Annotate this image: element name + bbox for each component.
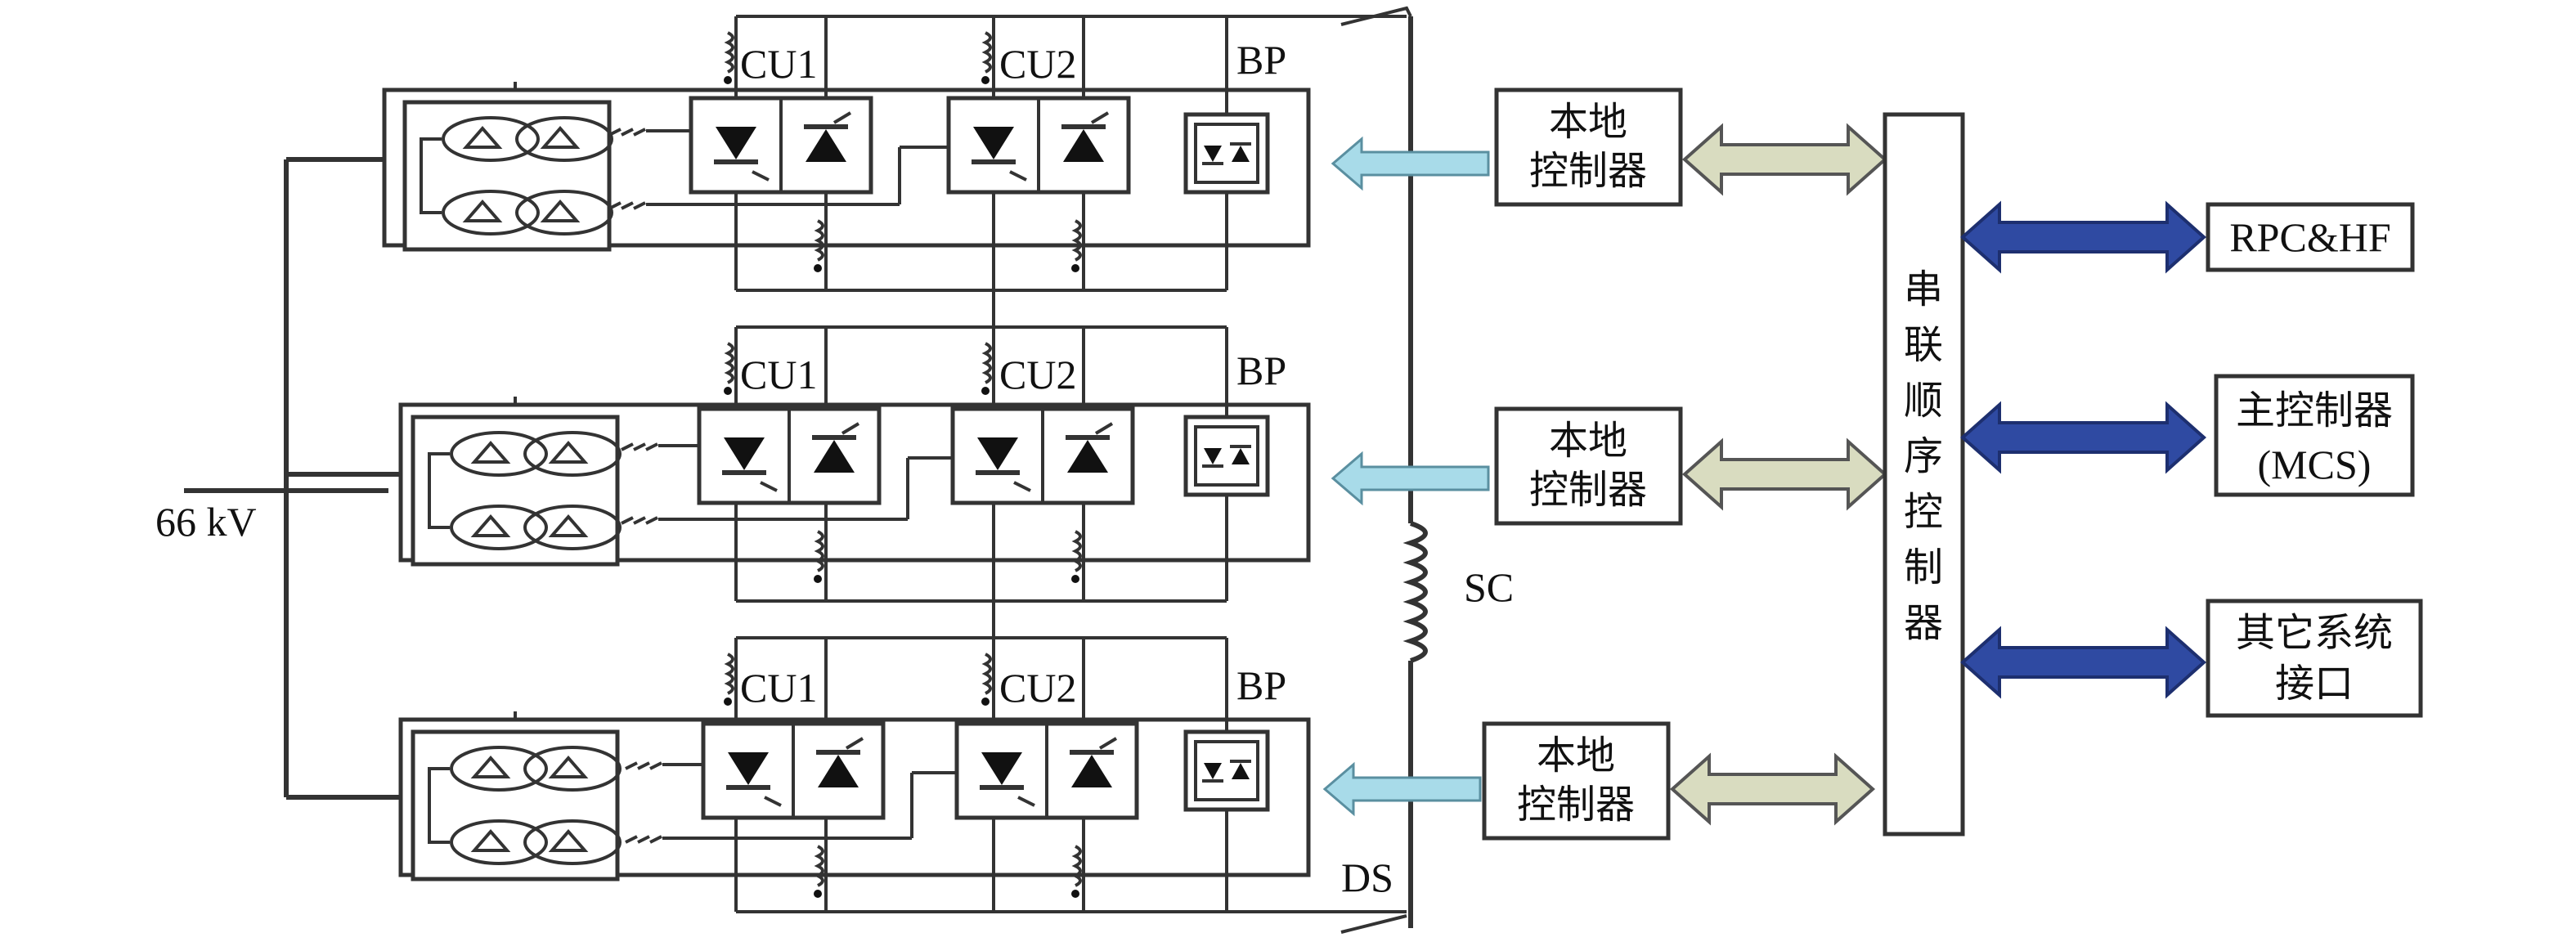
local-controller-line2: 控制器 [1529, 467, 1647, 513]
ds-label: DS [1341, 855, 1393, 900]
cu2-label: CU2 [999, 352, 1076, 397]
mcs-line2: (MCS) [2258, 442, 2372, 487]
seq-char-3: 顺 [1904, 378, 1943, 424]
khaki-arrow-3 [1671, 755, 1874, 823]
feeder-66kv: 66 kV [155, 157, 401, 800]
seq-char-5: 控 [1904, 489, 1943, 535]
local-controller-1: 本地 控制器 [1331, 87, 1683, 207]
other-line2: 接口 [2275, 661, 2354, 706]
sc-label: SC [1464, 564, 1514, 610]
local-controller-line1: 本地 [1549, 418, 1627, 464]
local-controller-line1: 本地 [1537, 733, 1615, 778]
bp-label: BP [1236, 662, 1286, 708]
seq-char-6: 制 [1904, 545, 1943, 590]
voltage-label: 66 kV [155, 499, 257, 545]
local-controller-line2: 控制器 [1517, 782, 1635, 828]
blue-arrow-rpc [1961, 203, 2206, 271]
local-controller-line2: 控制器 [1529, 148, 1647, 194]
converter-module-1: CU1 CU2 BP [382, 15, 1407, 327]
khaki-arrow-2 [1683, 440, 1887, 509]
seq-char-1: 串 [1904, 267, 1943, 312]
seq-char-4: 序 [1904, 433, 1943, 479]
rpc-hf-label: RPC&HF [2229, 214, 2390, 260]
converter-module-2: CU1 CU2 BP [398, 325, 1311, 638]
main-controller-box: 主控制器 (MCS) [2214, 374, 2415, 497]
khaki-arrow-1 [1683, 125, 1887, 194]
blue-arrow-mcs [1961, 403, 2206, 472]
bp-label: BP [1236, 348, 1286, 393]
sequence-controller: 串 联 顺 序 控 制 器 [1883, 112, 1965, 837]
other-system-box: 其它系统 接口 [2206, 599, 2423, 718]
local-controller-3: 本地 控制器 [1323, 721, 1671, 841]
cu1-label: CU1 [740, 665, 817, 711]
cu1-label: CU1 [740, 352, 817, 397]
seq-char-2: 联 [1904, 322, 1943, 368]
converter-module-3: CU1 CU2 BP DS [398, 636, 1407, 913]
cu2-label: CU2 [999, 41, 1076, 87]
seq-char-7: 器 [1904, 600, 1943, 646]
other-line1: 其它系统 [2236, 610, 2393, 656]
mcs-line1: 主控制器 [2236, 388, 2393, 433]
local-controller-2: 本地 控制器 [1331, 406, 1683, 526]
cu1-label: CU1 [740, 41, 817, 87]
local-controller-line1: 本地 [1549, 99, 1627, 145]
sc-reactor [1402, 521, 1428, 663]
rpc-hf-box: RPC&HF [2206, 202, 2415, 272]
bp-label: BP [1236, 37, 1286, 83]
blue-arrow-other [1961, 628, 2206, 697]
cu2-label: CU2 [999, 665, 1076, 711]
